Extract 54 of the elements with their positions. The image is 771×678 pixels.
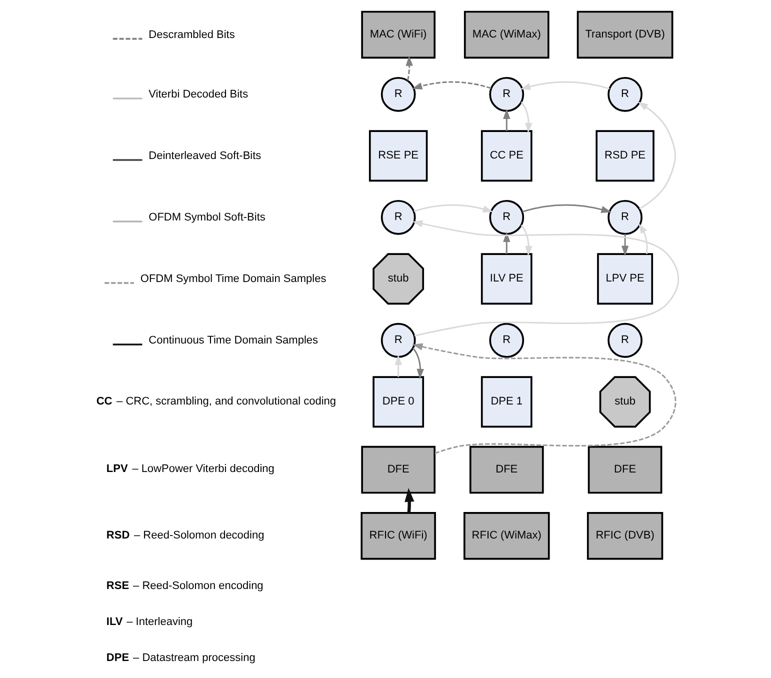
node-circle: R bbox=[489, 76, 524, 112]
node-box: DFE bbox=[361, 446, 436, 494]
node-box: LPV PE bbox=[597, 253, 654, 305]
arrow bbox=[406, 56, 413, 81]
node-circle: R bbox=[608, 76, 642, 112]
node-box: RSE PE bbox=[368, 130, 428, 182]
legend-label: Viterbi Decoded Bits bbox=[148, 88, 248, 101]
arrow bbox=[412, 343, 676, 454]
arrow bbox=[412, 81, 492, 90]
legend-label: Descrambled Bits bbox=[148, 29, 235, 42]
legend-label: OFDM Symbol Time Domain Samples bbox=[140, 273, 326, 286]
label: CC – CRC, scrambling, and convolutional coding bbox=[96, 395, 336, 408]
node-box: RFIC (WiFi) bbox=[360, 512, 436, 560]
label: ILV – Interleaving bbox=[106, 616, 193, 628]
label: LPV – LowPower Viterbi decoding bbox=[106, 463, 274, 476]
label: DPE – Datastream processing bbox=[106, 652, 256, 664]
arrow bbox=[412, 220, 679, 336]
arrow bbox=[404, 488, 414, 513]
node-circle: R bbox=[608, 322, 642, 358]
node-circle: R bbox=[380, 200, 416, 235]
node-circle: R bbox=[380, 322, 416, 358]
legend-label: OFDM Symbol Soft-Bits bbox=[148, 212, 266, 224]
node-box: DPE 1 bbox=[480, 376, 532, 428]
node-box: RSD PE bbox=[596, 130, 654, 182]
arrow bbox=[638, 223, 648, 254]
node-box: ILV PE bbox=[480, 253, 532, 305]
legend-label: Continuous Time Domain Samples bbox=[148, 334, 318, 347]
node-circle: R bbox=[608, 200, 642, 235]
arrow bbox=[621, 234, 629, 256]
arrow bbox=[414, 204, 494, 212]
node-circle: R bbox=[489, 322, 524, 358]
node-box: DPE 0 bbox=[372, 376, 424, 428]
arrow bbox=[394, 354, 402, 377]
node-box: DFE bbox=[588, 446, 662, 494]
arrow bbox=[520, 224, 532, 256]
node-box: CC PE bbox=[480, 130, 532, 182]
legend-label: Deinterleaved Soft-Bits bbox=[148, 150, 262, 162]
arrow bbox=[522, 204, 612, 213]
node-box: MAC (WiFi) bbox=[361, 10, 436, 59]
node-box: RFIC (DVB) bbox=[586, 512, 664, 560]
node-circle: R bbox=[380, 76, 416, 112]
node-circle: R bbox=[489, 200, 524, 235]
node-box: Transport (DVB) bbox=[576, 10, 674, 59]
arrow bbox=[638, 102, 676, 210]
label: RSE – Reed-Solomon encoding bbox=[106, 580, 264, 592]
node-box: MAC (WiMax) bbox=[464, 10, 550, 59]
label: RSD – Reed-Solomon decoding bbox=[106, 529, 264, 542]
arrow bbox=[503, 108, 510, 131]
arrow bbox=[520, 81, 610, 90]
arrow bbox=[520, 102, 532, 134]
node-box: DFE bbox=[469, 446, 544, 494]
node-box: RFIC (WiMax) bbox=[464, 512, 550, 560]
arrow bbox=[503, 232, 510, 254]
arrow bbox=[412, 348, 424, 380]
